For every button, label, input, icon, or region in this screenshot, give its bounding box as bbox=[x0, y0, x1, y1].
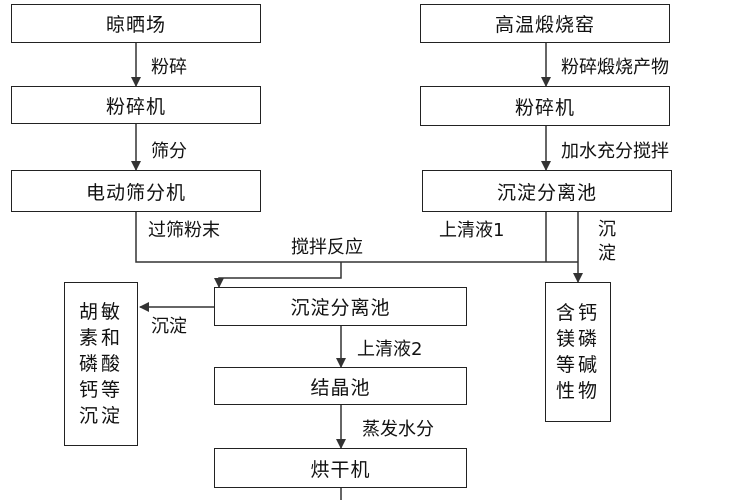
drying-yard-text: 晾晒场 bbox=[105, 14, 166, 36]
label-evaporate: 蒸发水分 bbox=[362, 419, 434, 440]
dryer-text: 烘干机 bbox=[310, 458, 371, 481]
label-add-water-stir: 加水充分搅拌 bbox=[561, 141, 669, 162]
sediment-tank-right-box: 沉淀分离池 bbox=[422, 170, 672, 212]
arrow-junction-to-sediment-mid bbox=[214, 262, 342, 288]
crusher-left-text: 粉碎机 bbox=[105, 95, 166, 118]
crusher-left-box: 粉碎机 bbox=[11, 86, 261, 124]
label-crush: 粉碎 bbox=[151, 57, 187, 78]
kiln-text: 高温煅烧窑 bbox=[494, 14, 595, 36]
electric-sieve-text: 电动筛分机 bbox=[85, 181, 186, 204]
crusher-right-box: 粉碎机 bbox=[420, 86, 670, 126]
drying-yard-box: 晾晒场 bbox=[11, 4, 261, 43]
alkaline-product-text: 含钙镁磷等碱性物 bbox=[556, 302, 601, 402]
label-sieved-powder: 过筛粉末 bbox=[148, 220, 220, 241]
line-sieve-to-junction bbox=[135, 212, 578, 263]
label-supernatant-2: 上清液2 bbox=[357, 339, 423, 360]
label-crush-calcined: 粉碎煅烧产物 bbox=[561, 57, 669, 78]
carotene-precipitate-text: 胡敏素和磷酸钙等沉淀 bbox=[79, 301, 124, 427]
label-stir-react: 搅拌反应 bbox=[291, 237, 363, 258]
label-sieve: 筛分 bbox=[151, 141, 187, 162]
label-supernatant-1: 上清液1 bbox=[439, 220, 505, 241]
carotene-precipitate-box: 胡敏素和磷酸钙等沉淀 bbox=[64, 282, 138, 446]
label-sediment-left: 沉淀 bbox=[151, 316, 187, 337]
sediment-tank-right-text: 沉淀分离池 bbox=[496, 181, 597, 204]
dryer-box: 烘干机 bbox=[214, 448, 467, 488]
sediment-tank-mid-text: 沉淀分离池 bbox=[290, 297, 391, 319]
crusher-right-text: 粉碎机 bbox=[514, 96, 575, 119]
label-sediment-right: 沉淀 bbox=[598, 219, 616, 264]
kiln-box: 高温煅烧窑 bbox=[420, 4, 670, 43]
electric-sieve-box: 电动筛分机 bbox=[11, 170, 261, 212]
crystallizer-box: 结晶池 bbox=[214, 367, 467, 405]
alkaline-product-box: 含钙镁磷等碱性物 bbox=[545, 282, 611, 422]
crystallizer-text: 结晶池 bbox=[310, 376, 371, 399]
sediment-tank-mid-box: 沉淀分离池 bbox=[214, 287, 467, 326]
